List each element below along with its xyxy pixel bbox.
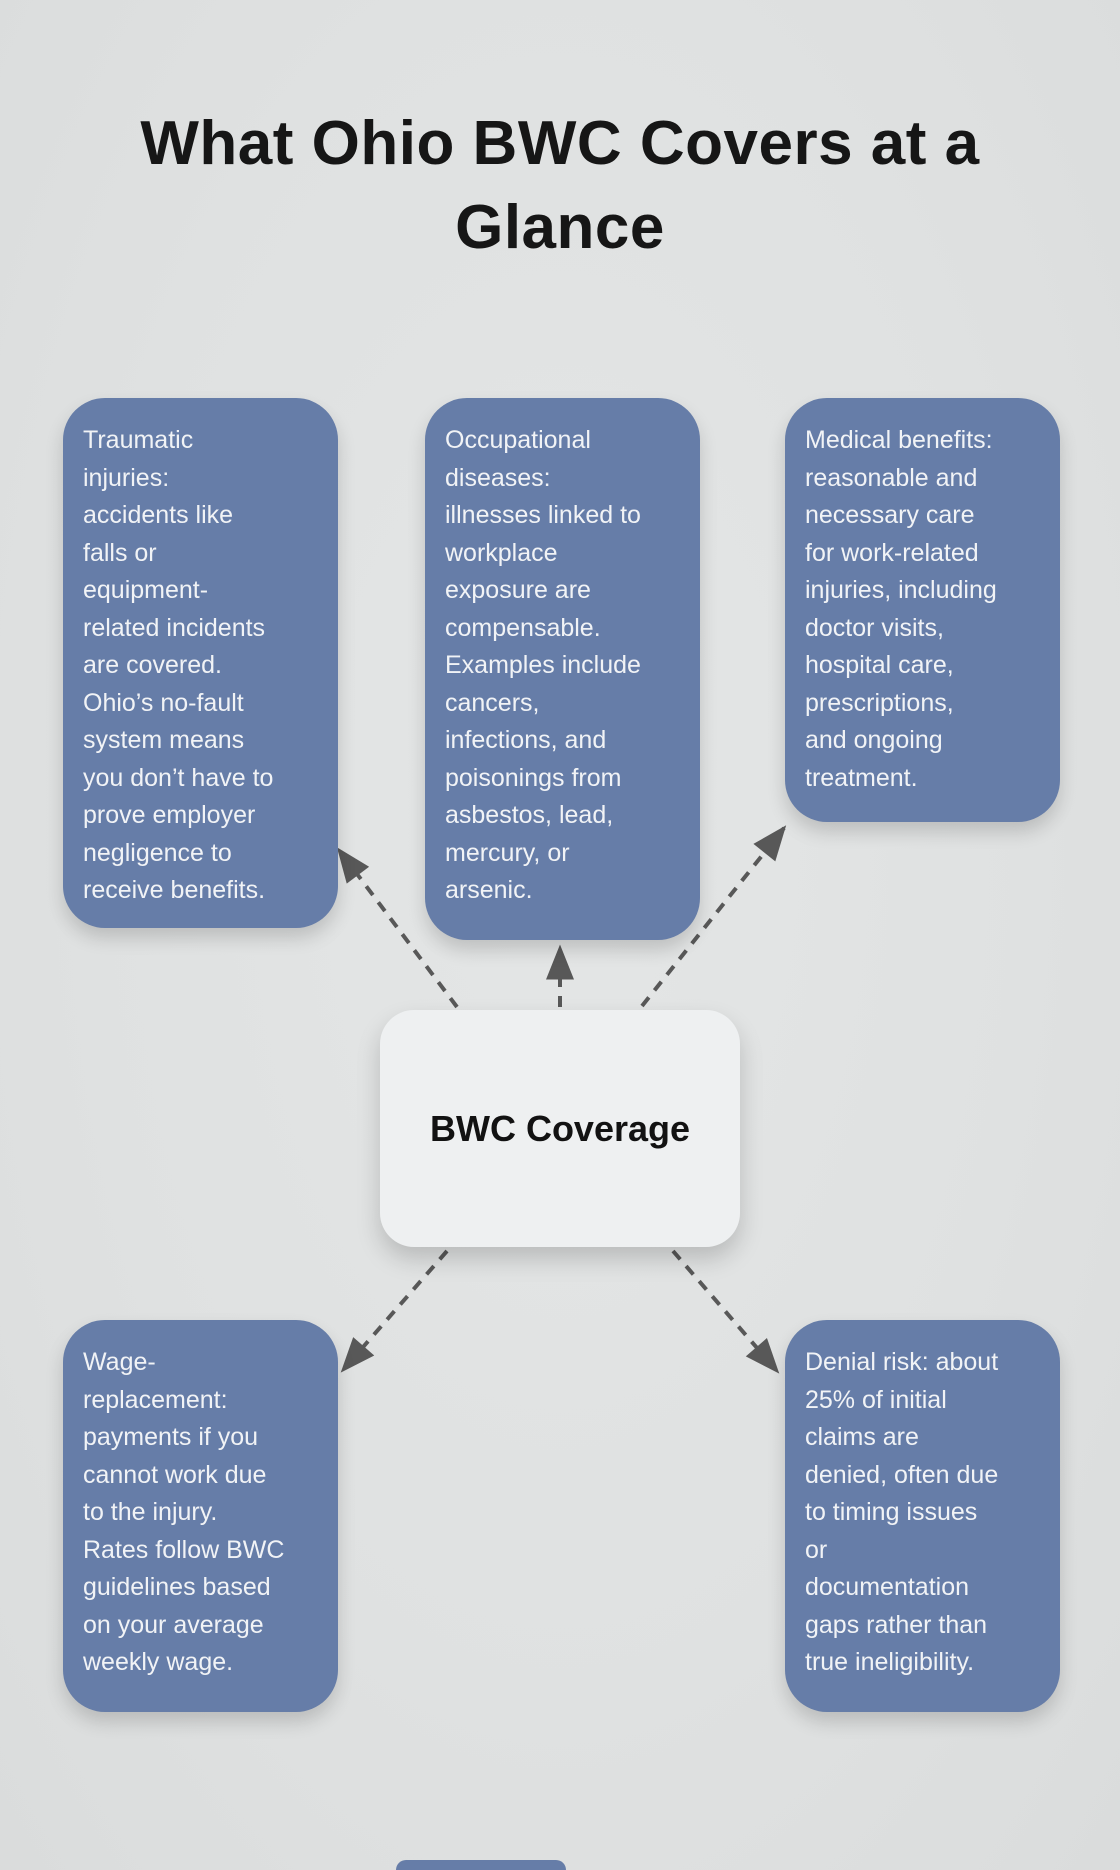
node-medical-benefits: Medical benefits: reasonable and necessa… xyxy=(785,398,1060,822)
node-traumatic-injuries: Traumatic injuries: accidents like falls… xyxy=(63,398,338,928)
cropped-node-edge xyxy=(396,1860,566,1870)
center-node-bwc-coverage: BWC Coverage xyxy=(380,1010,740,1247)
node-occupational-diseases: Occupational diseases: illnesses linked … xyxy=(425,398,700,940)
node-wage-replacement: Wage- replacement: payments if you canno… xyxy=(63,1320,338,1712)
center-node-label: BWC Coverage xyxy=(429,1107,691,1149)
connector-denial xyxy=(671,1249,780,1374)
page-title: What Ohio BWC Covers at a Glance xyxy=(140,109,980,262)
node-denial-risk: Denial risk: about 25% of initial claims… xyxy=(785,1320,1060,1712)
connector-wage xyxy=(340,1249,449,1373)
